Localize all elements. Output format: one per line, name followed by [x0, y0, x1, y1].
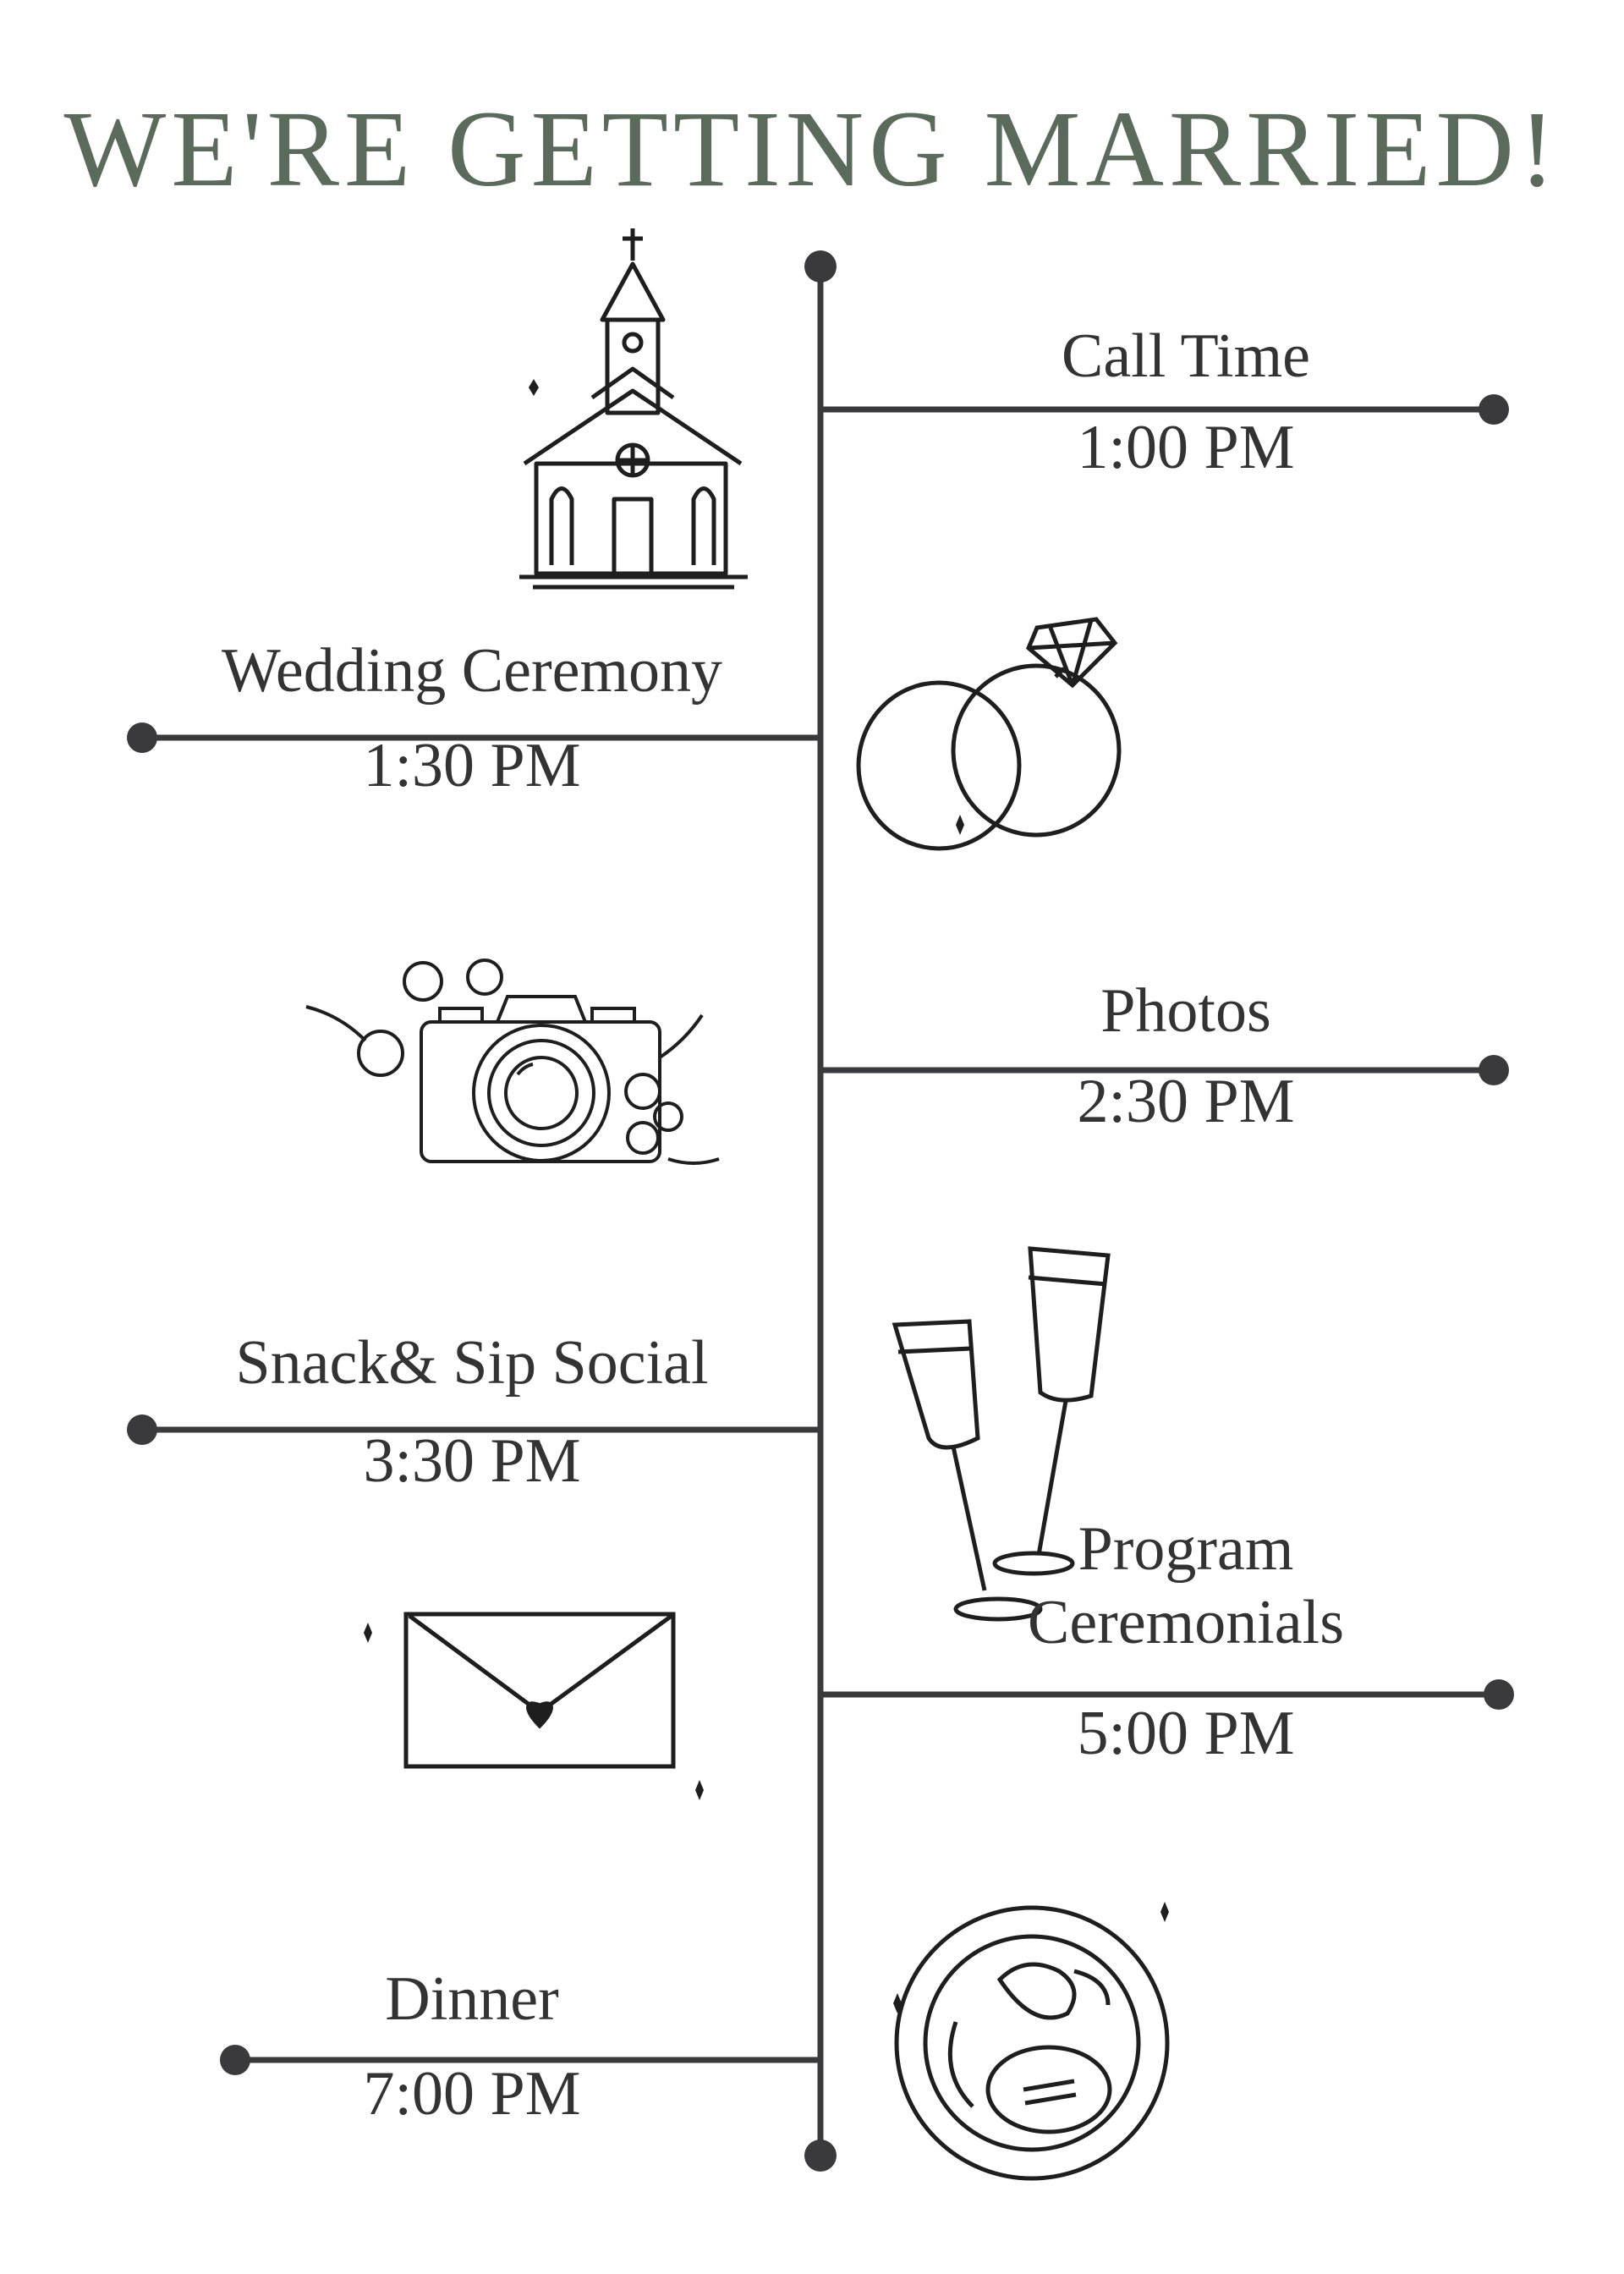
event-time-dinner: 7:00 PM — [363, 2059, 581, 2128]
event-time-call-time: 1:00 PM — [1077, 413, 1295, 482]
champagne-glasses-icon — [892, 1246, 1111, 1622]
event-name-call-time: Call Time — [1061, 321, 1311, 391]
branch-wedding-ceremony — [127, 722, 820, 753]
event-time-program: 5:00 PM — [1077, 1699, 1295, 1768]
event-time-photos: 2:30 PM — [1077, 1067, 1295, 1136]
event-name-dinner: Dinner — [385, 1964, 559, 2034]
event-name-snack-sip: Snack& Sip Social — [235, 1328, 709, 1398]
timeline-spine — [804, 250, 837, 2172]
camera-icon — [305, 958, 720, 1165]
event-name-wedding-ceremony: Wedding Ceremony — [221, 636, 723, 706]
branch-snack-sip — [127, 1414, 820, 1445]
event-name-photos: Photos — [1100, 976, 1271, 1046]
branch-photos — [820, 1055, 1509, 1085]
envelope-icon — [364, 1612, 704, 1800]
branch-call-time — [820, 394, 1509, 425]
event-name-program: Program Ceremonials — [1027, 1514, 1344, 1658]
event-time-wedding-ceremony: 1:30 PM — [363, 731, 581, 800]
event-time-snack-sip: 3:30 PM — [363, 1426, 581, 1496]
branch-program — [820, 1679, 1514, 1710]
branch-dinner — [220, 2045, 820, 2075]
church-icon — [519, 228, 748, 590]
dinner-plate-icon — [893, 1902, 1170, 2181]
page-title: WE'RE GETTING MARRIED! — [63, 89, 1561, 209]
rings-icon — [856, 617, 1122, 851]
